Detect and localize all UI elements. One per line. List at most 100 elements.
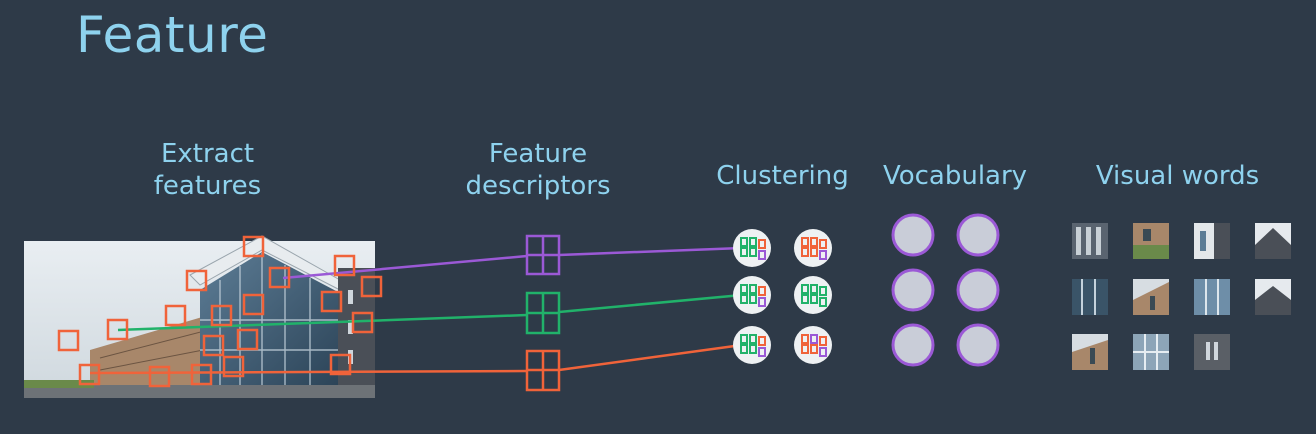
- label-descriptors-line2: descriptors: [465, 171, 611, 201]
- cluster-group: [733, 229, 832, 364]
- cluster-glyph: [749, 294, 757, 304]
- cluster-glyph: [819, 347, 827, 357]
- feature-box: [185, 269, 208, 292]
- cluster-glyph: [801, 344, 809, 354]
- cluster-glyph: [819, 297, 827, 307]
- cluster-circle: [794, 229, 832, 267]
- cluster-glyph: [740, 237, 748, 247]
- feature-box: [242, 235, 265, 258]
- cluster-glyph: [740, 334, 748, 344]
- slide-title: Feature: [76, 6, 269, 64]
- green-link-out: [558, 293, 743, 314]
- cluster-circle: [794, 276, 832, 314]
- feature-box: [164, 304, 187, 327]
- cluster-glyph: [801, 334, 809, 344]
- descriptor-icon-purple: [525, 234, 561, 276]
- feature-box: [106, 318, 129, 341]
- vocab-word: [891, 268, 935, 312]
- feature-box: [236, 328, 259, 351]
- visual-word-tile: [1072, 279, 1108, 315]
- visual-word-tile: [1133, 279, 1169, 315]
- cluster-glyph: [810, 284, 818, 294]
- cluster-glyph: [810, 294, 818, 304]
- cluster-glyph: [810, 237, 818, 247]
- cluster-glyph: [758, 239, 766, 249]
- cluster-circle: [733, 229, 771, 267]
- cluster-circle: [794, 326, 832, 364]
- descriptor-icon-green: [525, 291, 561, 335]
- vocab-word: [956, 268, 1000, 312]
- descriptor-icon-orange: [525, 349, 561, 392]
- label-feature-descriptors: Feature descriptors: [452, 138, 624, 202]
- visual-word-tile: [1255, 279, 1291, 315]
- orange-link-out: [558, 343, 743, 372]
- visual-word-tiles: [1072, 223, 1291, 370]
- label-extract-features: Extract features: [120, 138, 295, 202]
- cluster-glyph: [758, 347, 766, 357]
- feature-box: [210, 304, 233, 327]
- label-visual-words: Visual words: [1095, 161, 1260, 191]
- feature-boxes: [57, 235, 383, 388]
- feature-box: [202, 334, 225, 357]
- cluster-glyph: [810, 247, 818, 257]
- cluster-glyph: [749, 334, 757, 344]
- purple-link-out: [558, 246, 743, 257]
- label-descriptors-line1: Feature: [488, 139, 588, 169]
- cluster-glyph: [749, 284, 757, 294]
- cluster-glyph: [749, 344, 757, 354]
- feature-box: [57, 329, 80, 352]
- visual-word-tile: [1133, 223, 1169, 259]
- feature-box: [242, 293, 265, 316]
- feature-box: [190, 363, 213, 386]
- vocab-word: [956, 213, 1000, 257]
- cluster-glyph: [801, 237, 809, 247]
- visual-word-tile: [1194, 223, 1230, 259]
- label-extract-line1: Extract: [160, 139, 255, 169]
- cluster-glyph: [740, 284, 748, 294]
- label-vocabulary: Vocabulary: [882, 161, 1028, 191]
- cluster-glyph: [810, 334, 818, 344]
- feature-box: [268, 266, 291, 289]
- cluster-glyph: [801, 294, 809, 304]
- vocab-word: [956, 323, 1000, 367]
- visual-word-tile: [1072, 223, 1108, 259]
- cluster-circle: [733, 326, 771, 364]
- feature-box: [360, 275, 383, 298]
- cluster-circle: [733, 276, 771, 314]
- cluster-glyph: [819, 239, 827, 249]
- cluster-glyph: [758, 336, 766, 346]
- feature-box: [222, 355, 245, 378]
- orange-link-in: [89, 369, 528, 375]
- vocab-word: [891, 323, 935, 367]
- cluster-glyph: [819, 336, 827, 346]
- cluster-glyph: [819, 250, 827, 260]
- cluster-glyph: [740, 294, 748, 304]
- label-clustering: Clustering: [716, 161, 849, 191]
- cluster-glyph: [819, 286, 827, 296]
- feature-box: [148, 365, 171, 388]
- label-extract-line2: features: [153, 171, 262, 201]
- feature-box: [333, 254, 356, 277]
- visual-word-tile: [1072, 334, 1108, 370]
- cluster-glyph: [749, 247, 757, 257]
- feature-box: [78, 363, 101, 386]
- cluster-glyph: [758, 297, 766, 307]
- purple-link-in: [282, 254, 528, 280]
- feature-box: [329, 353, 352, 376]
- vocabulary-grid: [891, 213, 1000, 367]
- green-link-in: [117, 313, 528, 332]
- visual-word-tile: [1194, 279, 1230, 315]
- vocab-word: [891, 213, 935, 257]
- cluster-glyph: [758, 286, 766, 296]
- cluster-glyph: [740, 344, 748, 354]
- visual-word-tile: [1133, 334, 1169, 370]
- cluster-glyph: [810, 344, 818, 354]
- visual-word-tile: [1194, 334, 1230, 370]
- cluster-glyph: [758, 250, 766, 260]
- cluster-glyph: [749, 237, 757, 247]
- cluster-glyph: [801, 247, 809, 257]
- visual-word-tile: [1255, 223, 1291, 259]
- cluster-glyph: [801, 284, 809, 294]
- feature-box: [351, 311, 374, 334]
